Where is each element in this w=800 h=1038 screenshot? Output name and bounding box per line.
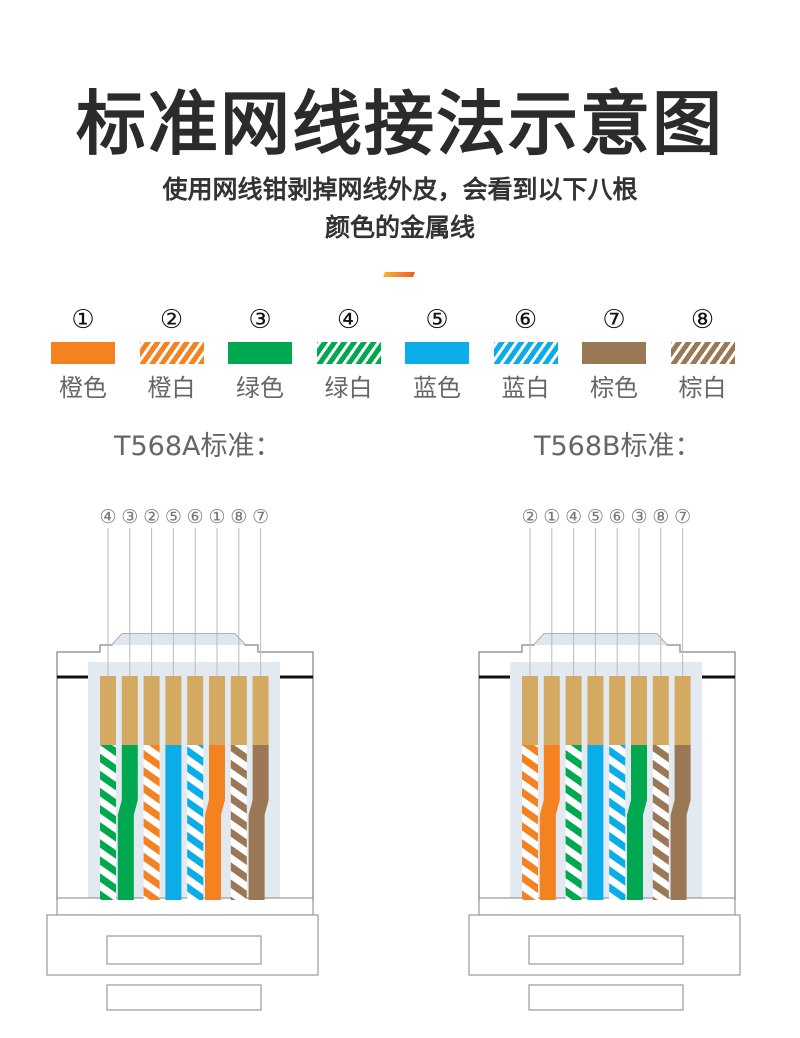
wire-橙色 — [205, 745, 225, 900]
pin-label: ⑥ — [609, 506, 626, 528]
subtitle-line-1: 使用网线钳剥掉网线外皮，会看到以下八根 — [162, 175, 638, 204]
legend-number: ⑦ — [602, 305, 626, 335]
legend-number: ③ — [248, 305, 272, 335]
wire-蓝白 — [187, 745, 204, 900]
wire-绿白 — [100, 745, 116, 900]
pin-label: ⑧ — [230, 506, 247, 528]
gold-contact — [230, 676, 247, 746]
gold-contact — [252, 676, 269, 746]
gold-contact — [121, 676, 138, 746]
legend-label: 绿白 — [324, 374, 373, 402]
gold-contact — [565, 676, 582, 746]
wire-蓝白 — [609, 745, 626, 900]
legend-number: ① — [71, 305, 95, 335]
wire-橙白 — [143, 745, 160, 900]
connector-crimp-band — [56, 897, 314, 916]
gold-contact — [522, 676, 538, 746]
legend-label: 绿色 — [236, 374, 284, 402]
wire-棕白 — [230, 745, 247, 900]
legend-item: ① 橙色 — [43, 302, 123, 403]
color-swatch — [228, 342, 292, 364]
t568a-label: T568A标准： — [114, 431, 282, 462]
connector-top-tab — [112, 634, 245, 645]
gold-contact — [143, 676, 160, 746]
gold-contact — [187, 676, 204, 746]
wire-蓝色 — [165, 745, 182, 900]
page-title: 标准网线接法示意图 — [76, 83, 724, 165]
gold-contact — [674, 676, 691, 746]
gold-contact — [652, 676, 669, 746]
gold-contact — [209, 676, 225, 746]
legend-number: ④ — [336, 305, 361, 335]
color-swatch — [582, 342, 646, 364]
gold-contact — [543, 676, 560, 746]
color-swatch — [316, 342, 381, 364]
legend-item: ② 橙白 — [132, 302, 212, 403]
color-swatch — [405, 342, 469, 364]
legend-number: ② — [159, 305, 184, 335]
t568b-label: T568B标准： — [534, 431, 702, 462]
legend-label: 蓝白 — [501, 374, 550, 402]
pin-label: ① — [208, 506, 225, 528]
wire-蓝色 — [587, 745, 604, 900]
color-swatch — [670, 342, 735, 364]
wire-绿色 — [627, 745, 647, 900]
connector-crimp-band — [478, 897, 736, 916]
legend-item: ⑧ 棕白 — [663, 302, 743, 403]
pin-label: ④ — [99, 506, 116, 528]
gold-contact — [631, 676, 647, 746]
pin-label: ⑧ — [652, 506, 669, 528]
pin-label: ④ — [565, 506, 582, 528]
connector-top-tab — [534, 634, 667, 645]
gold-contact — [165, 676, 182, 746]
connector-latch-tab — [528, 984, 684, 1011]
wire-橙色 — [539, 745, 560, 900]
legend-item: ③ 绿色 — [220, 302, 300, 403]
wire-棕色 — [670, 745, 691, 900]
pin-label: ③ — [630, 506, 647, 528]
pin-label: ① — [543, 506, 560, 528]
pin-label: ② — [143, 506, 160, 528]
legend-label: 橙白 — [147, 374, 196, 402]
gold-contact — [100, 676, 116, 746]
color-swatch — [51, 342, 115, 364]
legend-number: ⑥ — [513, 305, 538, 335]
gold-contact — [587, 676, 604, 746]
pin-label: ② — [521, 506, 538, 528]
gold-contact — [609, 676, 626, 746]
wire-绿白 — [565, 745, 582, 900]
legend-label: 棕白 — [678, 374, 727, 402]
subtitle-line-2: 颜色的金属线 — [324, 213, 475, 242]
pin-label: ⑤ — [165, 506, 182, 528]
connector-latch-slot — [106, 935, 262, 965]
pin-label: ⑥ — [187, 506, 204, 528]
legend-label: 棕色 — [590, 374, 638, 402]
wire-绿色 — [117, 745, 138, 900]
color-swatch — [139, 342, 204, 364]
legend-number: ⑧ — [690, 305, 715, 335]
connector-latch-slot — [528, 935, 684, 965]
pin-label: ⑦ — [674, 506, 691, 528]
legend-item: ⑤ 蓝色 — [397, 302, 477, 403]
wire-橙白 — [522, 745, 538, 900]
legend-item: ⑦ 棕色 — [574, 302, 654, 403]
color-swatch — [493, 342, 558, 364]
wire-棕色 — [248, 745, 269, 900]
wire-棕白 — [652, 745, 669, 900]
pin-label: ⑤ — [587, 506, 604, 528]
pin-label: ⑦ — [252, 506, 269, 528]
legend-label: 橙色 — [59, 374, 107, 402]
connector-latch-tab — [106, 984, 262, 1011]
legend-item: ④ 绿白 — [309, 302, 389, 403]
pin-label: ③ — [121, 506, 138, 528]
legend-number: ⑤ — [425, 305, 449, 335]
legend-item: ⑥ 蓝白 — [486, 302, 566, 403]
legend-label: 蓝色 — [413, 374, 461, 402]
